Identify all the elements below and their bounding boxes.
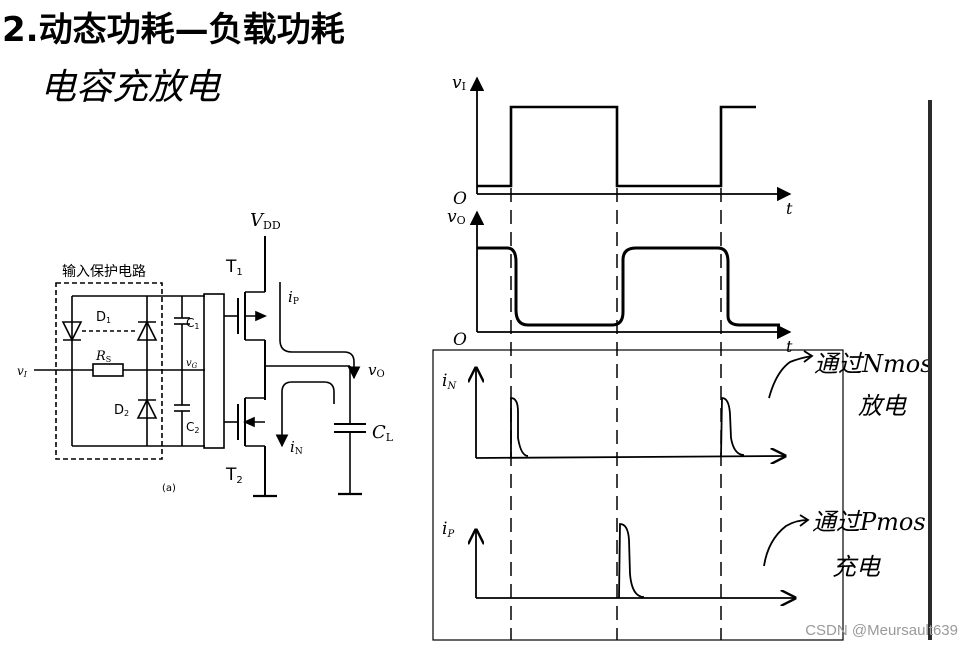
svg-text:T1: T1 [225,257,243,278]
vi-axis-label: v [452,73,462,93]
rs-label: R [95,349,106,364]
protection-box-label: 输入保护电路 [62,264,146,280]
input-sub: I [23,370,28,379]
ip-axis-sub: P [446,529,454,540]
d1-label: D [96,310,106,325]
diode-d1b-symbol [136,320,158,341]
diode-d2-symbol [136,398,158,419]
t1-sub: 1 [236,267,242,278]
svg-text:RS: RS [95,349,111,364]
alignment-guides [510,188,722,640]
svg-text:iN: iN [442,371,457,392]
vg-label: v [186,358,192,369]
svg-text:VDD: VDD [250,210,281,232]
handwritten-note: 电容充放电 [40,67,221,108]
in-axis-sub: N [446,381,457,392]
sub-caption: (a) [162,483,176,494]
vi-waveform-plot [469,76,792,202]
svg-text:D2: D2 [114,403,129,418]
diode-d1a-symbol [61,321,83,342]
slide-title: 2.动态功耗—负载功耗 [2,10,345,50]
pmos-note-arrow [763,519,809,567]
waveform-labels: vI O t vO O t iN iP 通过Nmos 放电 通过Pmos 充电 [442,73,933,581]
t2-sub: 2 [236,475,242,486]
output-sub: O [376,369,384,380]
svg-text:C1: C1 [186,316,199,331]
vo-time-label: t [786,337,793,356]
t2-label: T [225,465,237,485]
note-nmos-line2: 放电 [858,392,907,420]
note-pmos-line1: 通过Pmos [812,508,926,536]
rs-sub: S [106,355,111,364]
ip-current-arrow [279,282,361,380]
nmos-note-arrow [768,355,813,399]
d1-sub: 1 [106,316,111,325]
svg-text:vG: vG [186,358,198,370]
note-pmos-line2: 充电 [832,553,881,581]
svg-text:vI: vI [452,73,466,93]
d2-label: D [114,403,124,418]
annotation-frame [432,349,844,641]
watermark: CSDN @Meursault639 [805,622,958,639]
resistor-rs [92,363,124,377]
vi-waveform [477,105,756,188]
cl-label: C [372,422,386,443]
t1-label: T [225,257,237,277]
c2-sub: 2 [194,426,199,435]
vo-axis-label: v [447,207,457,227]
svg-text:iN: iN [290,438,303,457]
d2-sub: 2 [124,409,129,418]
c1-sub: 1 [194,322,199,331]
cl-sub: L [386,431,394,444]
svg-text:C2: C2 [186,420,199,435]
in-spike-1 [510,397,529,457]
svg-text:vI: vI [17,364,28,379]
input-label: v [17,364,24,378]
ip-current-plot [476,514,810,599]
svg-text:D1: D1 [96,310,111,325]
circuit-labels: 输入保护电路 VDD vI vO CL T1 T2 iP iN D1 D2 C1… [17,210,394,494]
vo-waveform [477,246,780,327]
c1-label: C [186,316,194,330]
gate-bus [203,293,225,449]
vi-time-label: t [786,199,793,218]
vdd-sub: DD [263,219,281,232]
cmos-inverter-circuit [34,236,366,498]
in-current-plot [476,350,814,458]
protection-box [55,282,163,460]
vg-sub: G [192,362,198,370]
ip-label: i [288,288,293,306]
vo-axis-sub: O [457,214,466,227]
ip-axis-label: i [442,519,447,539]
vi-origin-label: O [453,189,467,209]
svg-text:vO: vO [447,207,466,227]
svg-text:T2: T2 [225,465,243,486]
in-spike-2 [720,397,745,458]
note-nmos-line1: 通过Nmos [814,350,933,378]
svg-text:iP: iP [442,519,454,540]
in-sub: N [295,447,303,457]
c2-label: C [186,420,194,434]
ip-spike [618,523,645,599]
svg-text:vO: vO [368,361,385,380]
vo-waveform-plot [469,210,792,340]
in-axis-label: i [442,371,447,391]
scroll-edge [928,100,932,640]
svg-text:iP: iP [288,288,299,307]
vo-origin-label: O [453,330,467,350]
in-label: i [290,438,295,456]
in-current-arrow [275,381,335,448]
ip-sub: P [293,297,299,307]
output-label: v [368,361,377,379]
vi-axis-sub: I [462,80,466,93]
vdd-label: V [250,210,265,231]
svg-text:CL: CL [372,422,394,444]
